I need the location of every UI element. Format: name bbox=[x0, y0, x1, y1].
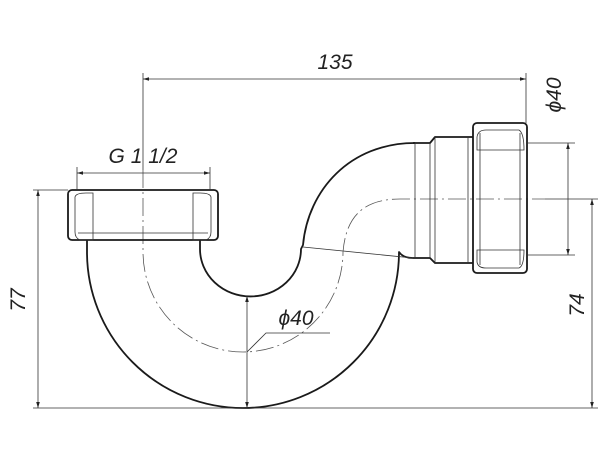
dimension-74: 74 bbox=[545, 198, 598, 408]
dimension-outlet-diameter: ϕ40 bbox=[527, 77, 575, 256]
dimension-135: 135 bbox=[142, 51, 527, 170]
dimension-label-outlet: ϕ40 bbox=[543, 77, 566, 112]
right-nut bbox=[472, 122, 528, 274]
trap-body bbox=[86, 142, 545, 409]
dimension-label-thread: G 1 1/2 bbox=[109, 145, 178, 168]
dimension-label-left-height: 77 bbox=[7, 287, 30, 312]
right-fitting bbox=[413, 136, 473, 264]
outer-bend bbox=[86, 240, 414, 409]
transition-line bbox=[302, 246, 414, 259]
dimension-thread: G 1 1/2 bbox=[76, 145, 211, 190]
dimension-label-pipe: ϕ40 bbox=[278, 307, 313, 330]
dimension-label-width: 135 bbox=[317, 51, 352, 74]
dimension-pipe-diameter: ϕ40 bbox=[245, 296, 330, 408]
left-nut bbox=[67, 189, 219, 241]
centerline bbox=[142, 170, 545, 353]
dimension-77: 77 bbox=[7, 189, 598, 409]
inner-bend-and-hump bbox=[199, 142, 416, 298]
dimension-label-right-height: 74 bbox=[566, 293, 589, 316]
